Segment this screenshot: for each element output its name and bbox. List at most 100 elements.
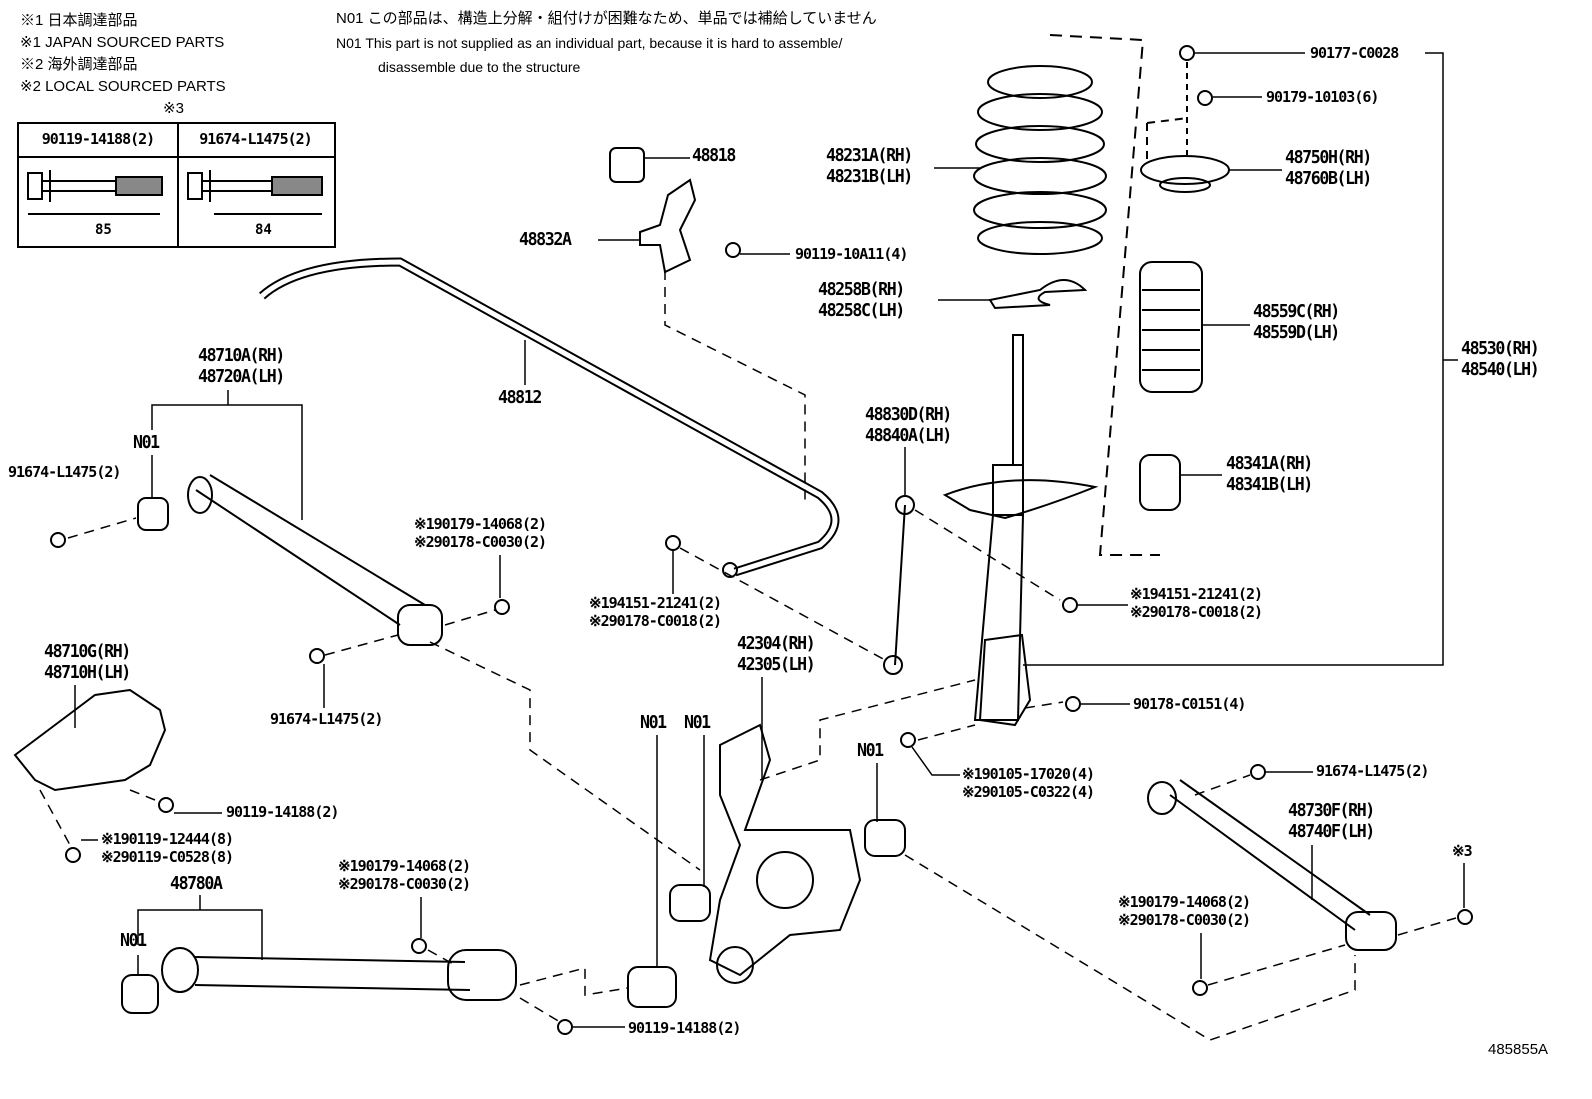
- label-48530-lh: 48540(LH): [1461, 359, 1540, 380]
- label-90119-14188: 90119-14188(2): [226, 803, 339, 821]
- label-90178-C0151: 90178-C0151(4): [1133, 695, 1246, 713]
- label-48832A: 48832A: [519, 229, 572, 250]
- upper-mount-48750: [1140, 155, 1230, 185]
- bolt: [1457, 909, 1473, 925]
- stabilizer-bar-highlight: [260, 259, 838, 575]
- bushing: [121, 974, 159, 1014]
- label-48730F-lh: 48740F(LH): [1288, 821, 1375, 842]
- label-48231-lh: 48231B(LH): [826, 166, 913, 187]
- label-n01: N01: [684, 712, 711, 733]
- label-48341-rh: 48341A(RH): [1226, 453, 1313, 474]
- leader-lines: [74, 52, 1465, 1028]
- label-94151-21241: ※194151-21241(2): [589, 594, 722, 612]
- stabilizer-link-48830: [883, 495, 915, 675]
- label-42304-rh: 42304(RH): [737, 633, 816, 654]
- label-48710A-rh: 48710A(RH): [198, 345, 285, 366]
- dashed-assembly-lines: [39, 270, 1457, 1041]
- nut: [665, 535, 681, 551]
- label-48812: 48812: [498, 387, 542, 408]
- label-90177-C0028: 90177-C0028: [1310, 44, 1399, 62]
- bushing: [864, 819, 906, 857]
- label-90179-14068: ※190179-14068(2): [1118, 893, 1251, 911]
- label-90178-C0018: ※290178-C0018(2): [1130, 603, 1263, 621]
- spring-seat-48258: [988, 279, 1088, 310]
- dust-boot-48559: [1139, 261, 1203, 393]
- label-48559-lh: 48559D(LH): [1253, 322, 1340, 343]
- bolt-length-1: 85: [95, 222, 112, 238]
- note-n01-en-line1: N01 This part is not supplied as an indi…: [336, 35, 843, 51]
- label-91674-L1475: 91674-L1475(2): [270, 710, 383, 728]
- label-n01: N01: [640, 712, 667, 733]
- arm-48780A: [161, 947, 517, 1001]
- label-90178-C0018: ※290178-C0018(2): [589, 612, 722, 630]
- bolt: [1250, 764, 1266, 780]
- label-48830-rh: 48830D(RH): [865, 404, 952, 425]
- bolt-illustration-2: [187, 170, 323, 215]
- coil-spring-48231: [973, 65, 1107, 255]
- label-48750-rh: 48750H(RH): [1285, 147, 1372, 168]
- label-48341-lh: 48341B(LH): [1226, 474, 1313, 495]
- label-48258-lh: 48258C(LH): [818, 300, 905, 321]
- nut: [494, 599, 510, 615]
- label-48710G-rh: 48710G(RH): [44, 641, 131, 662]
- nut: [411, 938, 427, 954]
- label-90178-C0030: ※290178-C0030(2): [338, 875, 471, 893]
- label-42304-lh: 42305(LH): [737, 654, 816, 675]
- label-90178-C0030: ※290178-C0030(2): [414, 533, 547, 551]
- arm-48710A: [187, 474, 443, 646]
- note-n01-en-line2: disassemble due to the structure: [378, 59, 581, 75]
- label-48530-rh: 48530(RH): [1461, 338, 1540, 359]
- label-91674-L1475: 91674-L1475(2): [1316, 762, 1429, 780]
- label-90119-14188: 90119-14188(2): [628, 1019, 741, 1037]
- diagram-id: 485855A: [1488, 1041, 1549, 1058]
- label-48710A-lh: 48720A(LH): [198, 366, 285, 387]
- nut-90179-10103: [1197, 90, 1213, 106]
- note-japan-sourced-en: ※1 JAPAN SOURCED PARTS: [20, 34, 225, 51]
- bolt-illustration-1: [27, 170, 163, 215]
- stabilizer-bar-48812: [259, 257, 840, 577]
- label-90119-C0528: ※290119-C0528(8): [101, 848, 234, 866]
- label-n01: N01: [120, 930, 147, 951]
- label-48559-rh: 48559C(RH): [1253, 301, 1340, 322]
- bolt: [309, 648, 325, 664]
- label-90179-14068: ※190179-14068(2): [414, 515, 547, 533]
- note-ref-3: ※3: [163, 100, 184, 117]
- note-japan-sourced-jp: ※1 日本調達部品: [20, 12, 138, 29]
- nut: [1062, 597, 1078, 613]
- bolt: [725, 242, 741, 258]
- bracket-48710G: [13, 688, 167, 792]
- label-90105-C0322: ※290105-C0322(4): [962, 783, 1095, 801]
- bolt: [900, 732, 916, 748]
- label-ref-3: ※3: [1452, 842, 1473, 860]
- strut-group-outline: [1049, 34, 1160, 556]
- bolt: [557, 1019, 573, 1035]
- bolt-length-table: 90119-14188(2) 91674-L1475(2) 85 84: [17, 122, 336, 248]
- label-90179-14068: ※190179-14068(2): [338, 857, 471, 875]
- bushing-48818: [609, 147, 645, 183]
- note-local-sourced-en: ※2 LOCAL SOURCED PARTS: [20, 78, 226, 95]
- label-48830-lh: 48840A(LH): [865, 425, 952, 446]
- table-divider: [177, 124, 179, 246]
- nut: [722, 562, 738, 578]
- label-90178-C0030: ※290178-C0030(2): [1118, 911, 1251, 929]
- label-90119-12444: ※190119-12444(8): [101, 830, 234, 848]
- note-local-sourced-jp: ※2 海外調達部品: [20, 56, 138, 73]
- label-91674-L1475: 91674-L1475(2): [8, 463, 121, 481]
- nut-90177: [1179, 45, 1195, 61]
- label-48730F-rh: 48730F(RH): [1288, 800, 1375, 821]
- label-n01: N01: [133, 432, 160, 453]
- label-48231-rh: 48231A(RH): [826, 145, 913, 166]
- shock-absorber: [942, 334, 1099, 727]
- label-n01: N01: [857, 740, 884, 761]
- label-94151-21241: ※194151-21241(2): [1130, 585, 1263, 603]
- upper-mount-base: [1159, 177, 1211, 193]
- bracket-48832A: [639, 178, 697, 274]
- label-90119-10A11: 90119-10A11(4): [795, 245, 908, 263]
- arm-48730F: [1147, 779, 1397, 951]
- bushing: [669, 884, 711, 922]
- label-48258-rh: 48258B(RH): [818, 279, 905, 300]
- nut: [1065, 696, 1081, 712]
- bolt: [158, 797, 174, 813]
- label-48710G-lh: 48710H(LH): [44, 662, 131, 683]
